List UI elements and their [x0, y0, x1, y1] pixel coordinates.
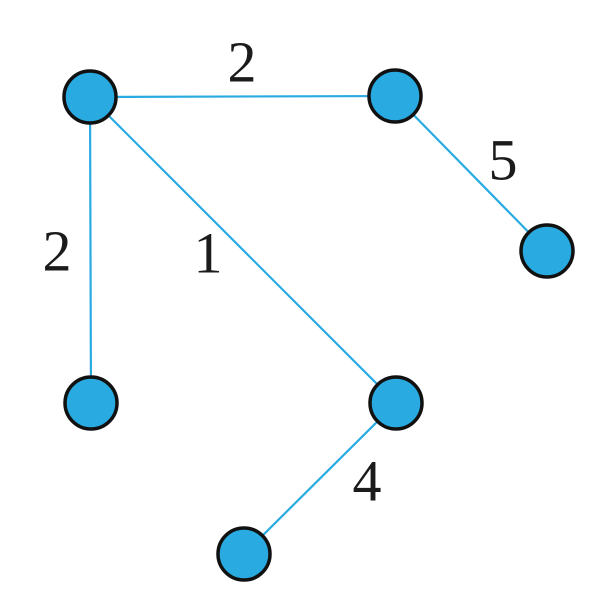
edge-weight-label: 1 [194, 221, 223, 286]
graph-node-top-right [367, 68, 423, 124]
edge-weight-label: 5 [489, 128, 518, 193]
graph-node-bottom [216, 526, 272, 582]
graph-node-bottom-left [63, 375, 119, 431]
edge-weight-label: 2 [228, 30, 257, 95]
graph-node-right [519, 223, 575, 279]
graph-edge-top-right-right [394, 95, 548, 252]
graph-edge-top-left-top-right [89, 94, 396, 99]
graph-edge-top-left-middle [89, 96, 397, 404]
edge-weight-label: 4 [353, 449, 382, 514]
graph-edge-top-left-bottom-left [88, 96, 93, 404]
graph-node-top-left [62, 69, 118, 125]
graph-edge-middle-bottom [243, 402, 397, 555]
edge-weight-label: 2 [43, 219, 72, 284]
graph-node-middle [368, 375, 424, 431]
